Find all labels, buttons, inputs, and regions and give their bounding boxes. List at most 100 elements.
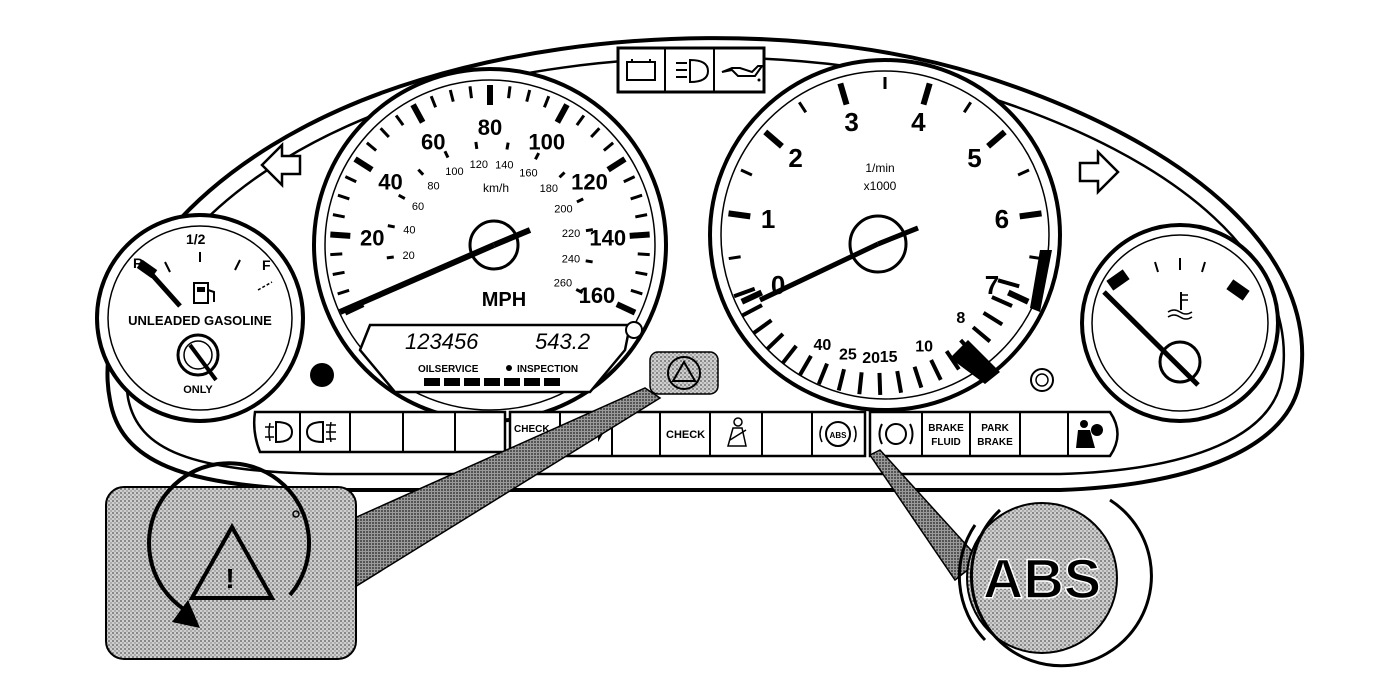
speed-tick <box>602 141 615 152</box>
speed-tick <box>429 95 438 108</box>
kmh-label: 40 <box>403 225 415 237</box>
speed-tick <box>637 252 650 257</box>
speed-tick <box>330 252 343 257</box>
tach-tick <box>962 101 972 114</box>
kmh-label: 120 <box>470 159 488 171</box>
speed-tick <box>630 288 643 296</box>
eco-tick <box>982 311 1004 327</box>
speedometer-needle-tail <box>492 227 532 248</box>
kmh-tick <box>443 150 450 159</box>
front-fog-icon <box>265 420 294 444</box>
inspection-label: INSPECTION <box>517 364 578 375</box>
kmh-label: 60 <box>412 201 424 213</box>
kmh-tick <box>534 152 541 160</box>
speed-tick <box>623 175 636 184</box>
kmh-tick <box>474 141 479 150</box>
kmh-label: 160 <box>519 168 537 180</box>
tach-label: 1 <box>761 204 775 234</box>
tach-unit-line2: x1000 <box>864 179 897 193</box>
cluster-housing-inner <box>125 56 1285 476</box>
tach-tick <box>740 289 764 305</box>
kmh-label: 100 <box>445 166 463 178</box>
tachometer-needle <box>758 241 880 303</box>
seatbelt-icon <box>727 417 747 447</box>
speed-tick <box>606 156 627 173</box>
kmh-tick <box>575 288 584 294</box>
brake-fluid-label-1: BRAKE <box>928 423 964 434</box>
speed-tick <box>507 86 512 99</box>
coolant-temp-icon <box>1167 292 1193 320</box>
kmh-label: 200 <box>554 204 572 216</box>
speed-tick <box>337 288 350 296</box>
speed-tick <box>353 156 374 173</box>
speed-tick <box>344 175 357 184</box>
speed-tick <box>365 141 378 152</box>
mph-label: 20 <box>360 225 384 250</box>
check-control-label-right: CHECK <box>666 429 705 441</box>
eco-tick <box>741 303 763 318</box>
eco-tick <box>997 278 1020 289</box>
fuel-pump-icon <box>193 282 215 304</box>
tach-tick <box>986 129 1007 149</box>
speed-tick <box>635 270 648 276</box>
fuel-label-half: 1/2 <box>186 231 206 247</box>
airbag-icon <box>1076 420 1103 448</box>
mph-label: 40 <box>378 170 402 195</box>
eco-tick <box>752 318 773 335</box>
tach-tick <box>920 82 933 106</box>
kmh-tick <box>585 228 594 233</box>
eco-tick <box>798 354 813 376</box>
park-brake-label-2: BRAKE <box>977 437 1013 448</box>
speed-tick <box>542 95 551 108</box>
oil-can-icon <box>721 65 764 82</box>
kmh-label: 220 <box>562 228 580 240</box>
speed-tick <box>332 213 345 219</box>
svg-text:ABS: ABS <box>830 431 848 440</box>
kmh-label: 80 <box>427 181 439 193</box>
speed-tick <box>525 89 532 103</box>
bottom-indicator-strip: CHECK CHECK ABS BRAKE FLUID PARK BRAKE <box>252 410 1119 458</box>
oil-service-label: OILSERVICE <box>418 364 479 375</box>
eco-tick <box>895 370 904 394</box>
mph-label: 160 <box>579 283 616 308</box>
tach-tick <box>837 82 850 106</box>
fuel-needle <box>144 266 182 308</box>
eco-tick <box>733 286 756 299</box>
eco-label: 8 <box>956 310 965 327</box>
speed-tick <box>379 127 390 139</box>
mph-unit-label: MPH <box>482 289 526 311</box>
turn-right-arrow <box>1078 148 1120 196</box>
abs-callout-label: ABS <box>983 547 1101 610</box>
temperature-gauge <box>1080 223 1280 423</box>
tachometer-needle-tail <box>877 225 919 247</box>
park-brake-label-1: PARK <box>981 423 1009 434</box>
kmh-tick <box>585 259 593 264</box>
svg-text:!: ! <box>225 563 234 594</box>
eco-tick <box>912 366 924 389</box>
speed-tick <box>330 231 351 239</box>
tach-tick <box>1017 168 1030 177</box>
speed-tick <box>468 86 473 99</box>
battery-icon <box>626 59 656 81</box>
kmh-tick <box>417 168 425 176</box>
tach-tick <box>1019 210 1042 220</box>
tachometer-ticks <box>728 77 1042 305</box>
odometer-panel: 123456 543.2 OILSERVICE INSPECTION <box>358 323 632 394</box>
indicator-lamp-right <box>1030 368 1054 392</box>
eco-tick <box>929 359 943 381</box>
eco-tick <box>836 368 846 392</box>
fuel-gauge: R 1/2 F UNLEADED GASOLINE ONLY <box>95 213 305 423</box>
speedometer-needle <box>338 242 496 315</box>
eco-tick <box>781 344 798 365</box>
eco-label: 25 <box>839 347 857 364</box>
speed-tick <box>554 103 570 124</box>
indicator-lamp-left <box>310 363 334 387</box>
speed-tick <box>337 193 350 201</box>
speed-tick <box>635 213 648 219</box>
rear-fog-icon <box>305 420 336 444</box>
fuel-unleaded-text: UNLEADED GASOLINE <box>128 313 272 328</box>
